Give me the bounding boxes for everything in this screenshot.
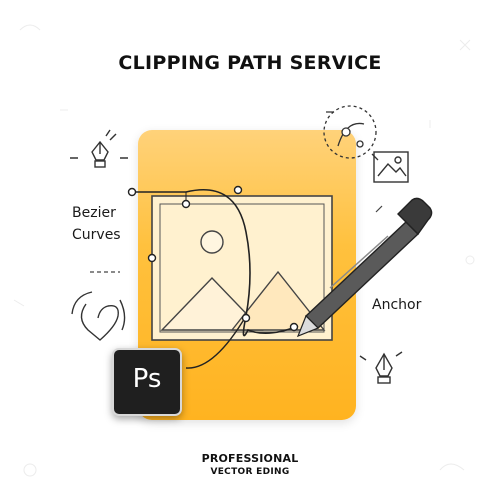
heart-curve-icon xyxy=(71,291,126,341)
anchor-node-icon xyxy=(323,105,379,161)
footer-line2: VECTOR EDING xyxy=(210,467,290,477)
sun-shape xyxy=(200,230,224,254)
mountain-left xyxy=(160,276,264,331)
photoshop-logo-icon: Ps xyxy=(112,348,182,416)
footer: PROFESSIONAL VECTOR EDING xyxy=(0,452,500,477)
bezier-path xyxy=(132,188,299,337)
bezier-path-ext xyxy=(185,315,247,369)
footer-line1: PROFESSIONAL xyxy=(201,452,299,465)
anchor-label: Anchor xyxy=(372,297,422,313)
bezier-curves-label: Bezier Curves xyxy=(72,205,121,243)
photoshop-logo-text: Ps xyxy=(132,364,162,394)
image-icon xyxy=(373,151,409,183)
pen-tool-icon xyxy=(359,351,403,384)
page-title: CLIPPING PATH SERVICE xyxy=(118,52,382,74)
picture-frame-inner xyxy=(159,203,325,333)
anchor-points xyxy=(127,185,299,332)
mountain-right xyxy=(230,270,326,331)
pen-nib-icon xyxy=(70,129,128,168)
pen-stylus-icon xyxy=(296,197,433,338)
